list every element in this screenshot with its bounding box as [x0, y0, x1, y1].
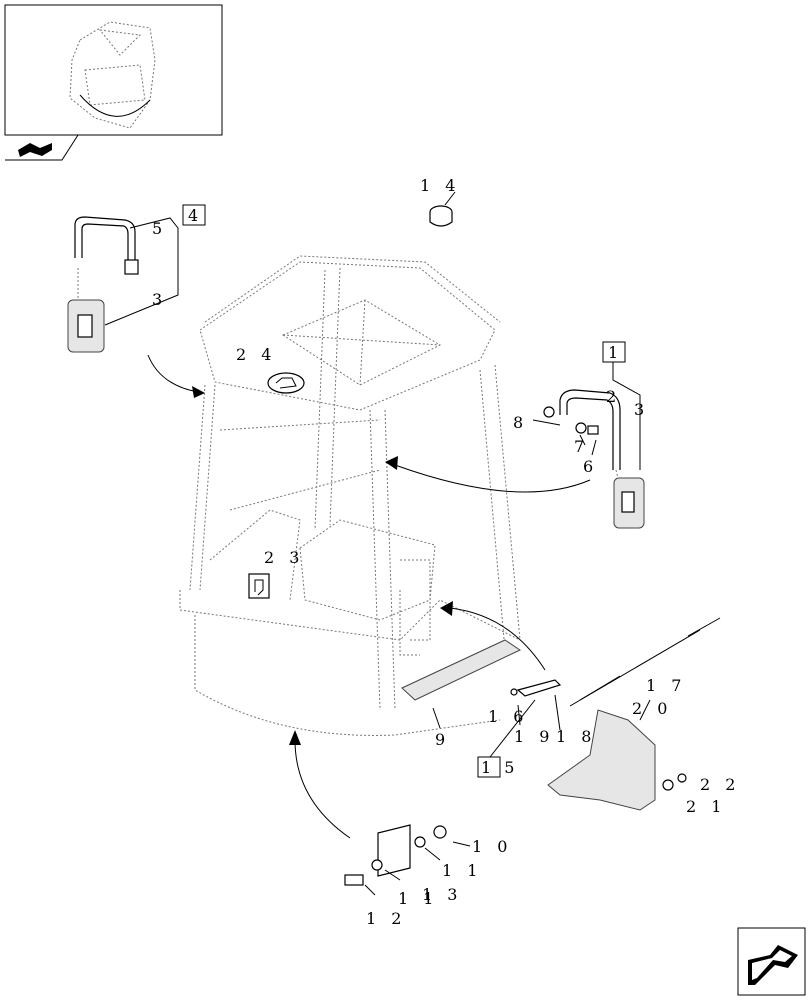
- cable-part-17: [569, 617, 721, 707]
- overview-thumbnail[interactable]: [4, 4, 223, 136]
- callout-18: 1 8: [556, 727, 596, 746]
- callout-21: 2 1: [686, 797, 726, 816]
- right-handle-assembly: [543, 341, 645, 529]
- callout-24: 2 4: [236, 345, 276, 364]
- decal-23: [248, 573, 270, 599]
- callout-1: 1: [608, 343, 622, 362]
- callout-2: 2: [606, 387, 621, 406]
- decal-24: [267, 372, 305, 394]
- kit-box-4: [182, 204, 206, 226]
- kit-box-1: [602, 341, 626, 363]
- plate-and-fasteners: [344, 824, 471, 896]
- floor-strip-9: [401, 639, 522, 701]
- callout-5: 5: [152, 219, 167, 238]
- callout-15: 1 5: [481, 758, 518, 777]
- left-handle-assembly: [67, 204, 206, 353]
- callout-16: 1 6: [488, 707, 528, 726]
- previous-page-arrow-icon[interactable]: [5, 134, 79, 161]
- callout-14: 1 4: [420, 176, 460, 195]
- callout-8: 8: [513, 413, 528, 432]
- callout-19: 1 9: [514, 727, 554, 746]
- callout-20: 2 0: [632, 699, 672, 718]
- callout-7: 7: [574, 437, 589, 456]
- callout-4: 4: [188, 206, 202, 225]
- kit-box-15: [477, 756, 501, 778]
- callout-22: 2 2: [700, 775, 740, 794]
- cap-part-14: [429, 191, 456, 227]
- callout-13: 1 3: [422, 885, 462, 904]
- callout-labels: 1 4 4 5 3 2 4 1 2 3 8 7 6 2 3 1 7 2 0 1 …: [152, 176, 740, 928]
- bracket-part-20: [547, 709, 687, 811]
- callout-3b: 3: [634, 400, 649, 419]
- callout-23: 2 3: [264, 548, 304, 567]
- callout-11: 1 1: [442, 861, 482, 880]
- callout-17: 1 7: [646, 676, 686, 695]
- callout-3: 3: [152, 290, 167, 309]
- lever-part-16: [510, 679, 562, 731]
- assembly-arrows: [147, 354, 591, 839]
- callout-9: 9: [435, 730, 450, 749]
- callout-10: 1 0: [472, 837, 512, 856]
- next-page-arrow-icon[interactable]: [737, 927, 806, 996]
- callout-12: 1 2: [366, 909, 406, 928]
- leader-lines: [432, 419, 651, 729]
- callout-11b: 1 1: [398, 889, 438, 908]
- cab-frame: [179, 255, 521, 736]
- callout-6: 6: [583, 457, 598, 476]
